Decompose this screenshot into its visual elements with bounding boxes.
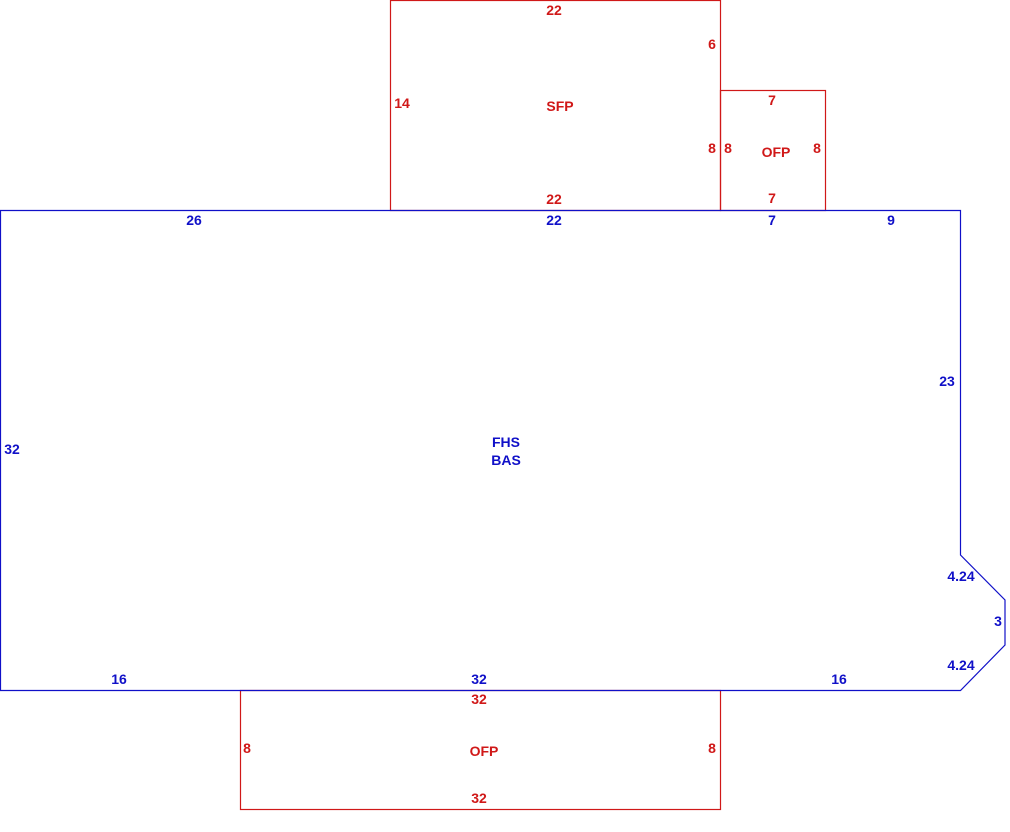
main-top-dimension-2: 22: [546, 212, 562, 228]
main-bottom-dimension-3: 16: [831, 671, 847, 687]
sfp-label: SFP: [546, 98, 573, 114]
sfp-bottom-dimension: 22: [546, 191, 562, 207]
main-right-short-dimension: 3: [994, 613, 1002, 629]
main-bottom-dimension-2: 32: [471, 671, 487, 687]
main-label-line2: BAS: [491, 452, 521, 468]
sfp-left-dimension: 14: [394, 95, 410, 111]
main-diagonal-upper-dimension: 4.24: [947, 568, 974, 584]
ofp-lower-label: OFP: [470, 743, 499, 759]
main-left-dimension: 32: [4, 441, 20, 457]
main-right-dimension: 23: [939, 373, 955, 389]
ofp-upper-area: OFP 7 8 8 7: [719, 89, 827, 212]
main-bottom-dimension-1: 16: [111, 671, 127, 687]
ofp-upper-bottom-dimension: 7: [768, 190, 776, 206]
ofp-lower-bottom-dimension: 32: [471, 790, 487, 806]
main-top-dimension-4: 9: [887, 212, 895, 228]
main-label-line1: FHS: [492, 434, 520, 450]
ofp-upper-label: OFP: [762, 144, 791, 160]
sfp-right-upper-dimension: 6: [708, 36, 716, 52]
ofp-lower-right-dimension: 8: [708, 740, 716, 756]
sfp-right-lower-dimension: 8: [708, 140, 716, 156]
main-area: FHS BAS 26 22 7 9 23 4.24 3 4.24 32 16 3…: [0, 209, 1006, 692]
main-diagonal-lower-dimension: 4.24: [947, 657, 974, 673]
sfp-area: SFP 22 6 8 14 22: [389, 0, 722, 212]
ofp-lower-area: OFP 32 8 8 32: [239, 689, 722, 811]
ofp-lower-top-dimension: 32: [471, 691, 487, 707]
ofp-lower-left-dimension: 8: [243, 740, 251, 756]
sfp-top-dimension: 22: [546, 2, 562, 18]
ofp-upper-top-dimension: 7: [768, 92, 776, 108]
ofp-upper-left-dimension: 8: [724, 140, 732, 156]
main-outline: [0, 209, 1006, 692]
main-top-dimension-3: 7: [768, 212, 776, 228]
main-top-dimension-1: 26: [186, 212, 202, 228]
ofp-upper-right-dimension: 8: [813, 140, 821, 156]
